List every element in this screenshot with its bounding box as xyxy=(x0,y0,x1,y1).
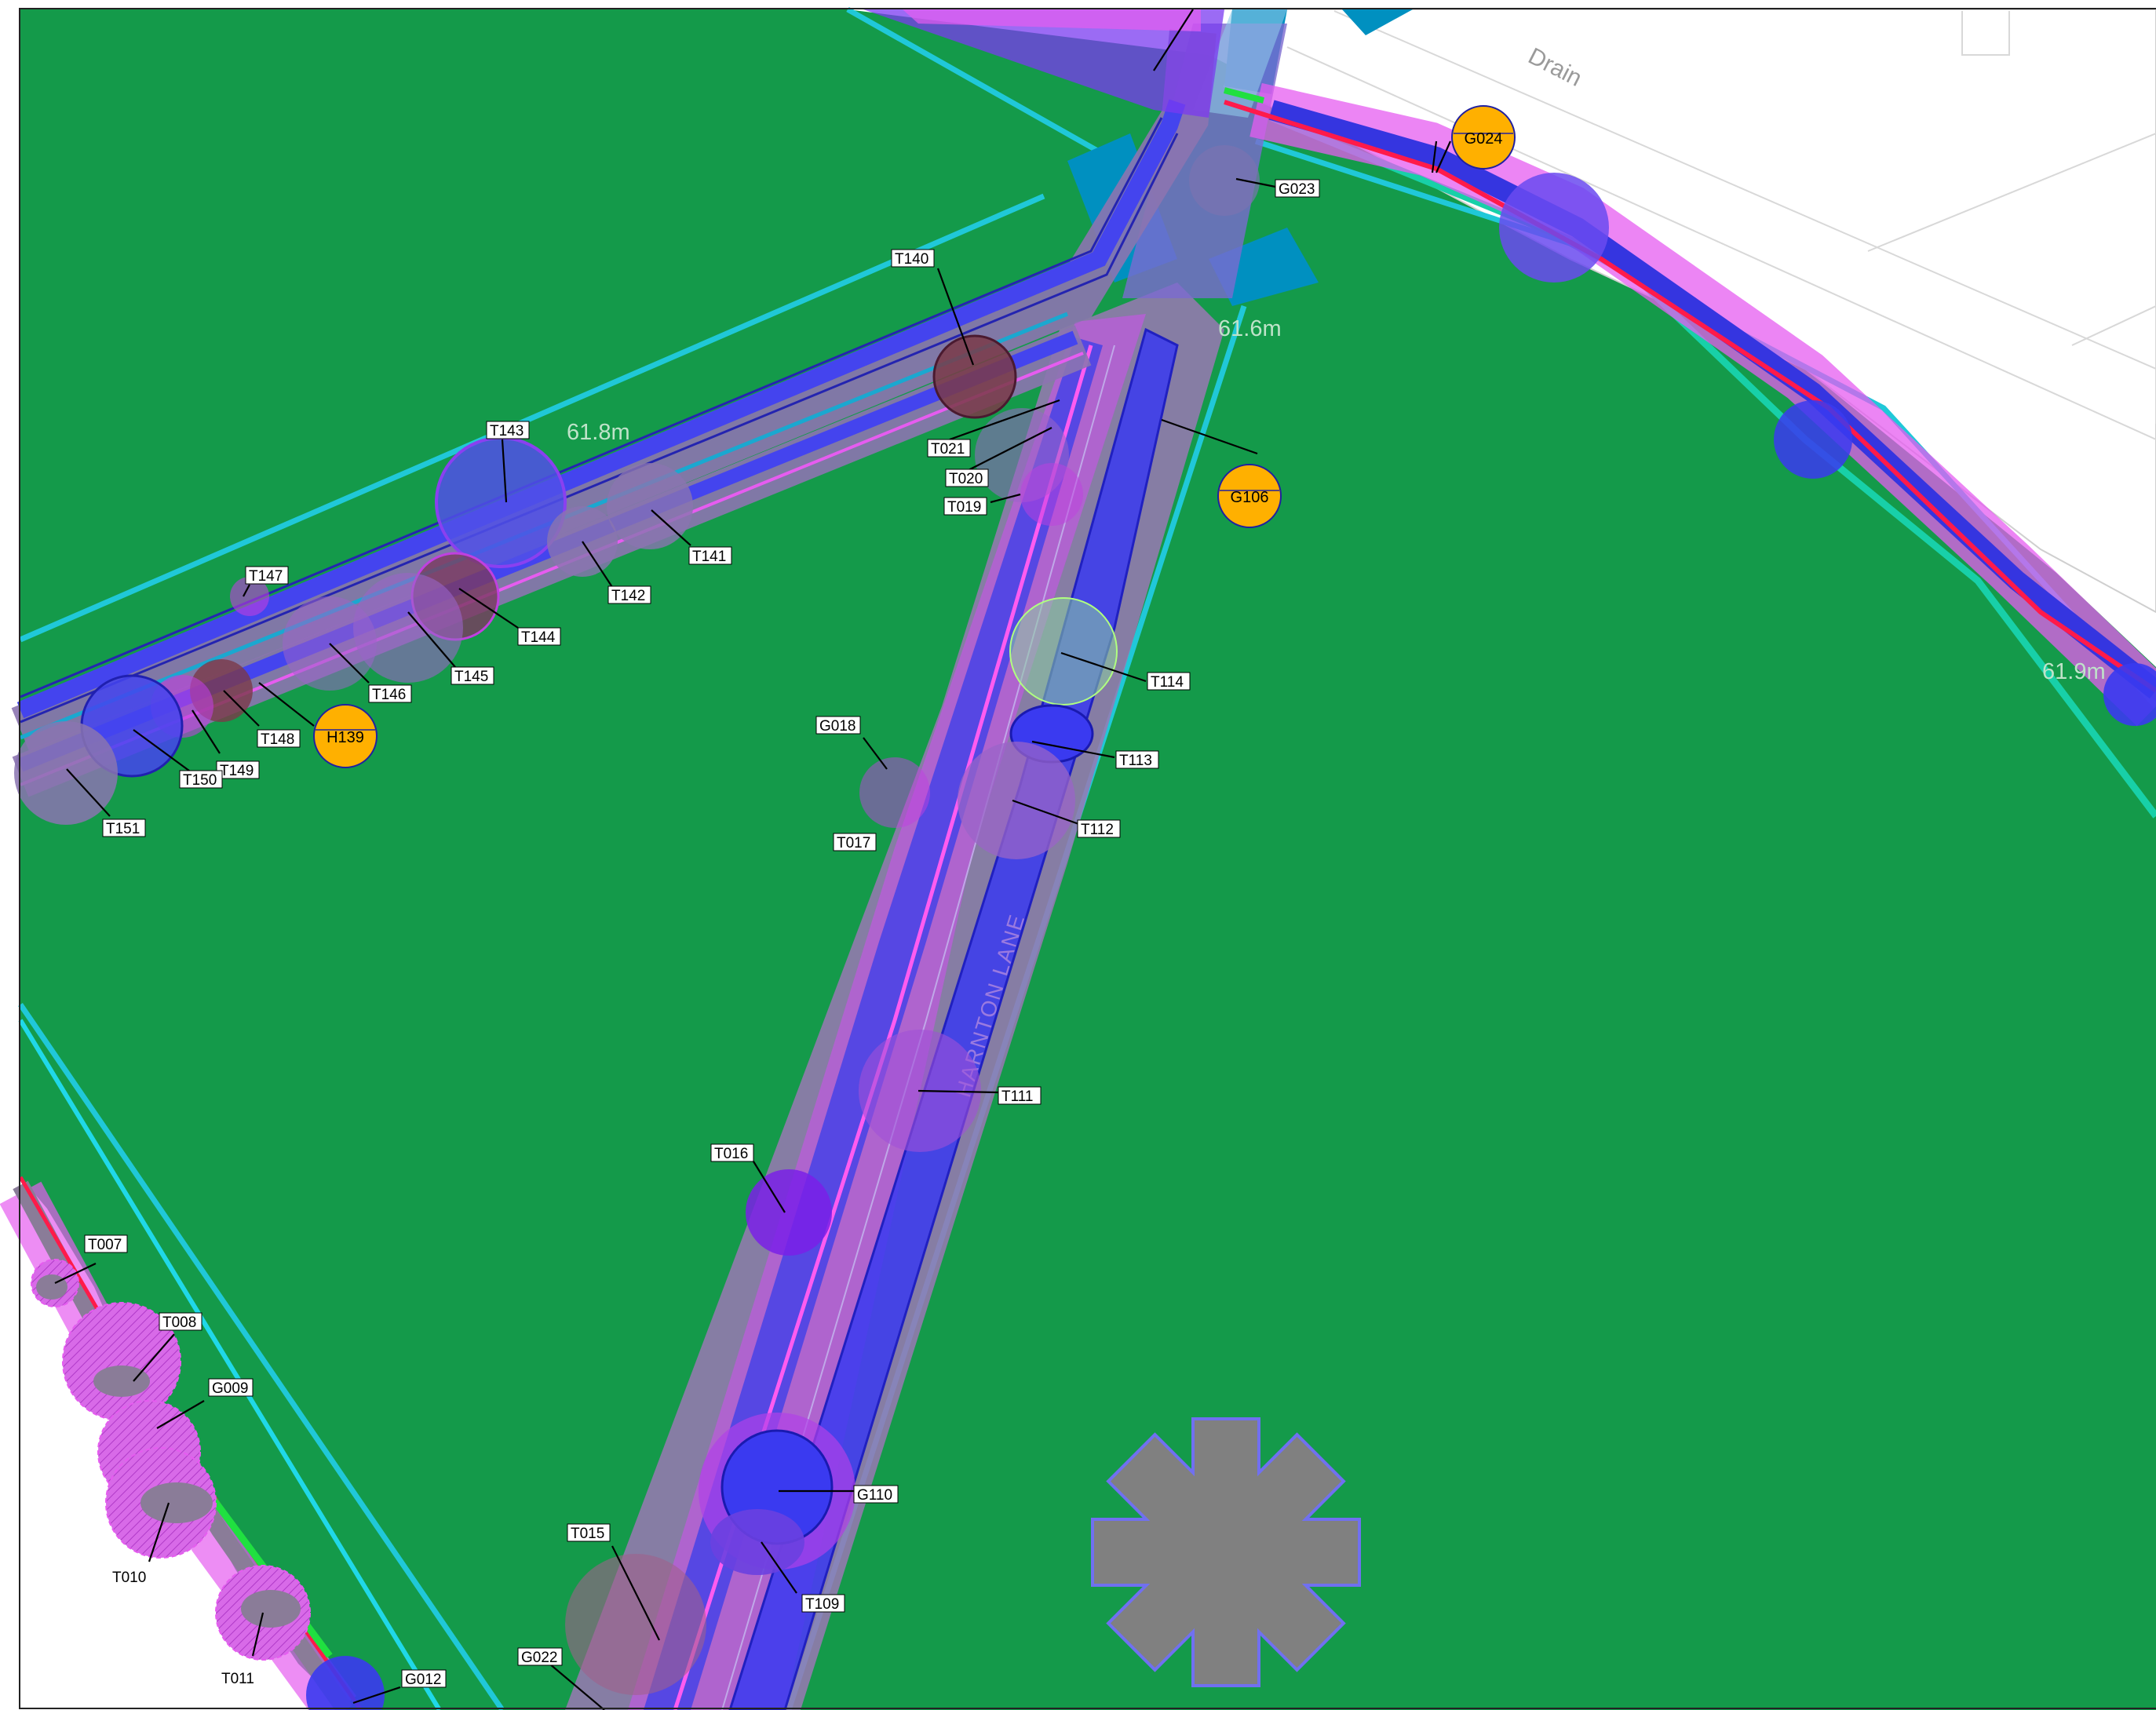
tag-T144-text: T144 xyxy=(521,629,556,646)
watercourse-edge xyxy=(18,1019,442,1710)
tag-T141: T141 xyxy=(688,546,732,565)
tag-T112-text: T112 xyxy=(1081,822,1114,838)
canopy-corridor-blue-2 xyxy=(644,337,1103,1710)
elevation-label-1: 61.8m xyxy=(567,420,630,445)
tag-T020: T020 xyxy=(945,469,989,487)
tag-T150: T150 xyxy=(179,770,223,789)
tag-T020-text: T020 xyxy=(949,471,983,487)
field-area xyxy=(20,9,2156,1710)
tag-G022: G022 xyxy=(517,1647,563,1666)
tag-T015-text: T015 xyxy=(571,1526,604,1542)
badge-G024-text: G024 xyxy=(1465,130,1503,148)
tag-T149-text: T149 xyxy=(220,763,254,779)
tag-T151-text: T151 xyxy=(106,821,140,837)
tag-T142: T142 xyxy=(607,585,651,604)
elevation-label-2: 61.6m xyxy=(1218,316,1282,341)
tag-T111-text: T111 xyxy=(1001,1088,1034,1105)
tag-G012: G012 xyxy=(401,1669,447,1688)
tag-T019: T019 xyxy=(943,497,987,516)
tag-T017: T017 xyxy=(833,833,877,851)
tag-T143: T143 xyxy=(486,421,530,439)
badge-H139: H139 xyxy=(313,704,378,768)
hedge-ne-canopy xyxy=(1268,100,2156,699)
tag-T148: T148 xyxy=(257,729,301,748)
tag-T147: T147 xyxy=(245,566,289,585)
badge-G106: G106 xyxy=(1217,464,1282,528)
tag-T140: T140 xyxy=(891,249,935,268)
tag-T016-text: T016 xyxy=(714,1146,748,1162)
tag-T112: T112 xyxy=(1077,819,1121,838)
tag-T011: T011 xyxy=(221,1671,254,1687)
tree-canopies xyxy=(14,145,2156,1695)
tag-T114: T114 xyxy=(1147,672,1191,691)
tag-T011-text: T011 xyxy=(221,1671,254,1687)
tag-T149: T149 xyxy=(216,760,260,779)
tag-T113: T113 xyxy=(1115,750,1159,769)
tag-T111: T111 xyxy=(998,1086,1042,1105)
tag-T143-text: T143 xyxy=(490,423,523,439)
tag-T007-text: T007 xyxy=(88,1237,122,1253)
tag-T010-text: T010 xyxy=(112,1570,146,1586)
badge-H139-text: H139 xyxy=(327,729,364,746)
badge-G024: G024 xyxy=(1451,105,1516,170)
tag-T010: T010 xyxy=(112,1570,146,1586)
access-track-inner xyxy=(1193,9,1287,118)
tag-G012-text: G012 xyxy=(405,1672,441,1688)
leader-lines xyxy=(54,9,1452,1710)
tag-T145-text: T145 xyxy=(454,669,488,685)
tag-G009-text: G009 xyxy=(212,1380,248,1397)
road-edge-lines xyxy=(1286,10,2156,440)
tag-G018: G018 xyxy=(815,716,861,735)
tag-G023: G023 xyxy=(1275,179,1320,198)
tag-G110: G110 xyxy=(853,1485,899,1504)
canopy-top-band-magenta xyxy=(903,9,1201,31)
tag-T151: T151 xyxy=(102,819,146,837)
tag-T008-text: T008 xyxy=(162,1314,196,1331)
badge-G106-text: G106 xyxy=(1231,489,1269,506)
tag-T016: T016 xyxy=(710,1143,754,1162)
tag-T015: T015 xyxy=(567,1523,611,1542)
tag-G023-text: G023 xyxy=(1279,181,1315,198)
hedge-ne-green xyxy=(1223,87,1265,104)
tag-T019-text: T019 xyxy=(947,499,981,516)
tag-T144: T144 xyxy=(517,627,561,646)
tree-tags: T140 T021 T020 T019 G023 T143 T141 T142 … xyxy=(84,179,1320,1688)
tag-T017-text: T017 xyxy=(837,835,870,851)
tag-T021-text: T021 xyxy=(931,441,965,458)
hedge-line-upper-outline xyxy=(20,117,1179,724)
tag-T021: T021 xyxy=(927,439,971,458)
tag-T109: T109 xyxy=(801,1594,845,1613)
tag-T146: T146 xyxy=(368,684,412,703)
hatched-rpas xyxy=(31,1259,385,1710)
canopy-top-band xyxy=(863,9,1224,118)
tag-T007: T007 xyxy=(84,1234,128,1253)
tag-T146-text: T146 xyxy=(372,687,406,703)
tag-G110-text: G110 xyxy=(857,1487,892,1504)
map-frame xyxy=(19,8,2156,1709)
elevation-label-3: 61.9m xyxy=(2042,659,2106,684)
tag-T145: T145 xyxy=(451,666,494,685)
tag-T113-text: T113 xyxy=(1119,753,1152,769)
tag-T142-text: T142 xyxy=(611,588,645,604)
tree-star-symbol xyxy=(1091,1417,1361,1687)
tag-T109-text: T109 xyxy=(805,1596,839,1613)
tag-T140-text: T140 xyxy=(895,251,928,268)
tag-T008: T008 xyxy=(159,1312,202,1331)
tag-G009: G009 xyxy=(208,1378,254,1397)
tag-T150-text: T150 xyxy=(183,772,217,789)
tag-G022-text: G022 xyxy=(521,1650,557,1666)
tag-G018-text: G018 xyxy=(819,718,855,735)
tag-T141-text: T141 xyxy=(692,549,726,565)
tag-T147-text: T147 xyxy=(249,568,283,585)
tag-T114-text: T114 xyxy=(1151,674,1184,691)
tag-T148-text: T148 xyxy=(261,731,294,748)
hedge-ne-red xyxy=(1224,100,2156,693)
